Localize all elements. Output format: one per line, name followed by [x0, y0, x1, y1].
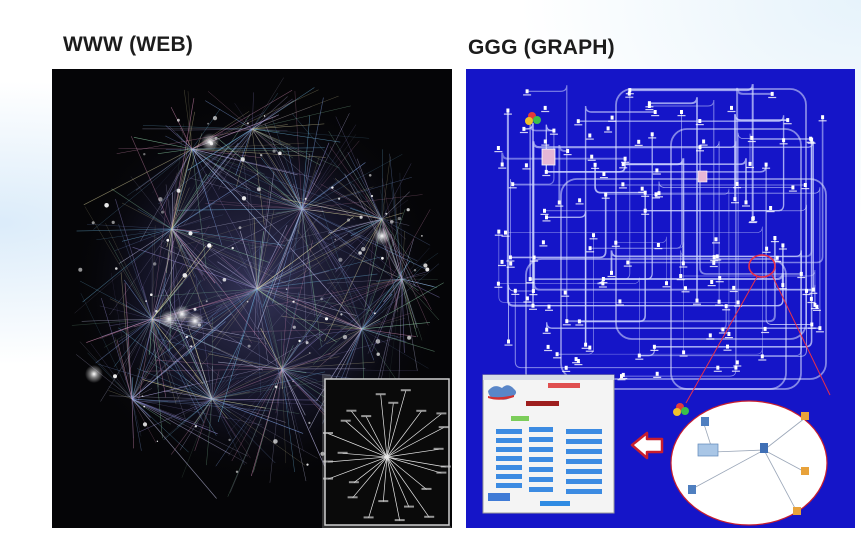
pointing-arrow-icon — [630, 431, 664, 460]
inset-rays — [323, 389, 451, 522]
application-screenshot-inset — [482, 374, 615, 514]
zoom-connector-line — [685, 276, 758, 404]
zoom-circle-inset — [670, 400, 828, 526]
web-title: WWW (WEB) — [63, 33, 194, 56]
highlight-circle — [748, 254, 776, 278]
graph-title: GGG (GRAPH) — [468, 36, 615, 59]
node-thumbnail — [541, 148, 556, 166]
network-hubs — [78, 115, 430, 473]
graph-nodes — [494, 88, 827, 381]
web-network-visualization — [52, 69, 452, 528]
node-thumbnail — [697, 170, 708, 183]
graph-network-visualization — [466, 69, 855, 528]
zoom-connector-line — [771, 274, 831, 396]
node-cluster-icon — [673, 403, 689, 416]
node-cluster-icon — [525, 112, 541, 125]
web-network-map — [52, 69, 452, 528]
graph-network-map — [466, 69, 855, 528]
zoom-inset — [323, 378, 451, 526]
